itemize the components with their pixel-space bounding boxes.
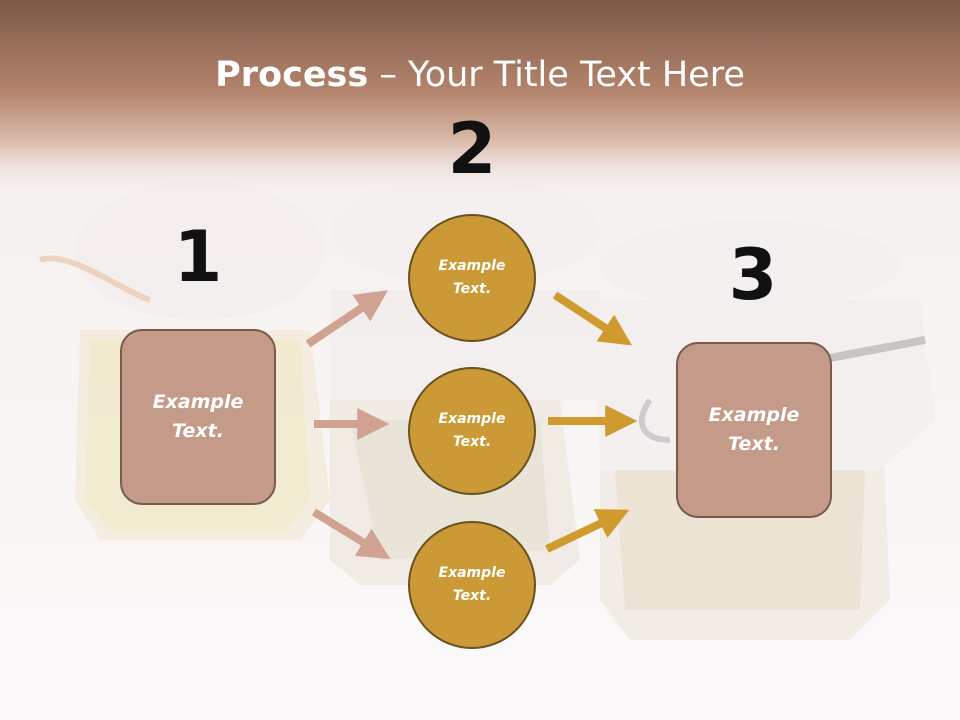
step3-box: Example Text. bbox=[676, 342, 832, 518]
step2-circle-2: Example Text. bbox=[408, 367, 536, 495]
step-number-1: 1 bbox=[173, 216, 223, 298]
step2-circle-3: Example Text. bbox=[408, 521, 536, 649]
title-rest: – Your Title Text Here bbox=[368, 55, 745, 95]
step2-text-3: Example Text. bbox=[438, 565, 506, 604]
title-bold: Process bbox=[215, 55, 369, 95]
step1-box: Example Text. bbox=[120, 329, 276, 505]
arrow-2a-to-3 bbox=[552, 291, 633, 346]
step1-text: Example Text. bbox=[152, 391, 244, 442]
step2-text-2: Example Text. bbox=[438, 411, 506, 450]
step2-circle-1: Example Text. bbox=[408, 214, 536, 342]
arrow-1-to-2c bbox=[311, 508, 391, 560]
arrow-1-to-2a bbox=[305, 290, 388, 348]
slide-title: Process – Your Title Text Here bbox=[0, 52, 960, 98]
step3-text: Example Text. bbox=[708, 404, 800, 455]
step-number-3: 3 bbox=[728, 234, 778, 316]
step2-text-1: Example Text. bbox=[438, 258, 506, 297]
step-number-2: 2 bbox=[447, 108, 497, 190]
arrow-2c-to-3 bbox=[545, 509, 630, 553]
